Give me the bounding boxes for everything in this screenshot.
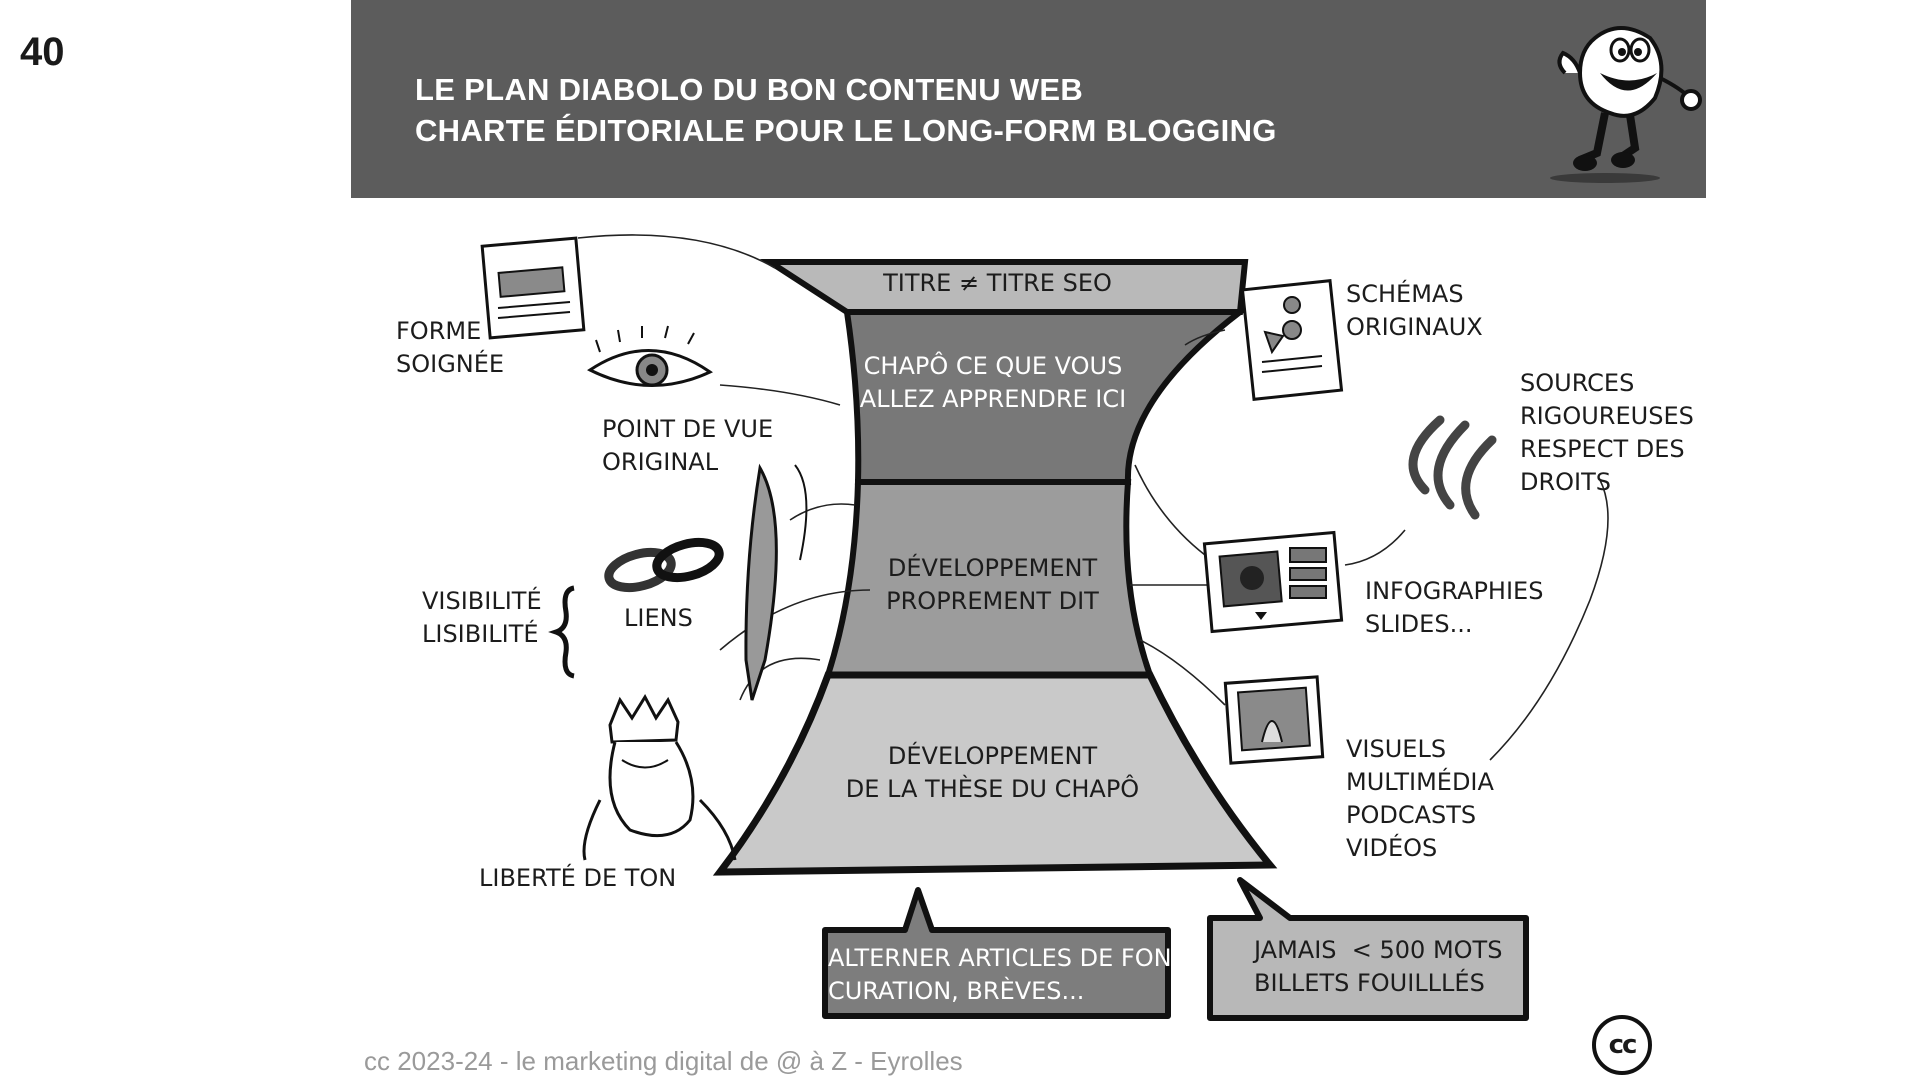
diabolo-title-label: TITRE ≠ TITRE SEO bbox=[883, 269, 1112, 297]
label-sources: SOURCES RIGOUREUSES RESPECT DES DROITS bbox=[1520, 369, 1694, 496]
label-visuels: VISUELS MULTIMÉDIA PODCASTS VIDÉOS bbox=[1346, 735, 1494, 862]
footer-credit: cc 2023-24 - le marketing digital de @ à… bbox=[364, 1046, 963, 1076]
header-title-line1: LE PLAN DIABOLO DU BON CONTENU WEB bbox=[415, 72, 1084, 107]
diabolo-chapo-label: CHAPÔ CE QUE VOUS ALLEZ APPRENDRE ICI bbox=[859, 352, 1127, 413]
bubble-alterner-text: ALTERNER ARTICLES DE FOND, CURATION, BRÈ… bbox=[828, 944, 1198, 1005]
page-number: 40 bbox=[20, 30, 65, 74]
label-visibilite: VISIBILITÉ LISIBILITÉ bbox=[422, 587, 542, 648]
bubble-jamais-text: JAMAIS < 500 MOTS BILLETS FOUILLLÉS bbox=[1254, 936, 1503, 997]
label-point-de-vue: POINT DE VUE ORIGINAL bbox=[602, 415, 774, 476]
creative-commons-icon: cc bbox=[1592, 1015, 1652, 1075]
label-schemas: SCHÉMAS ORIGINAUX bbox=[1346, 280, 1483, 341]
label-liberte-de-ton: LIBERTÉ DE TON bbox=[479, 864, 677, 892]
label-infographies: INFOGRAPHIES SLIDES... bbox=[1365, 577, 1544, 638]
header-title-line2: CHARTE ÉDITORIALE POUR LE LONG-FORM BLOG… bbox=[415, 113, 1277, 148]
label-liens: LIENS bbox=[624, 604, 693, 632]
label-forme-soignee: FORME SOIGNÉE bbox=[396, 317, 505, 378]
diabolo-developpement-label: DÉVELOPPEMENT PROPREMENT DIT bbox=[886, 554, 1099, 615]
header-band bbox=[351, 0, 1706, 198]
mascot-icon bbox=[1550, 26, 1702, 183]
diabolo-these-label: DÉVELOPPEMENT DE LA THÈSE DU CHAPÔ bbox=[845, 742, 1140, 803]
